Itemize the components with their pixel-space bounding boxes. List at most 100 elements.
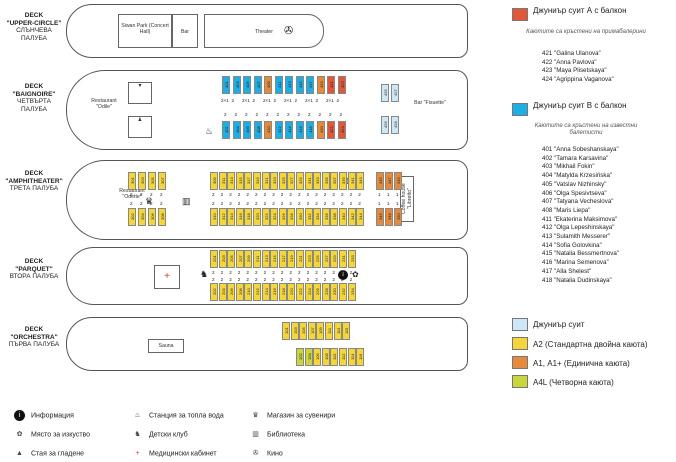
cabin-425[interactable]: 425 [381,84,389,102]
cabin-319[interactable]: 319 [253,172,261,190]
cabin-224[interactable]: 224 [304,283,313,301]
cabin-326[interactable]: 326 [278,208,287,226]
cabin-307[interactable]: 307 [158,172,166,190]
cabin-214[interactable]: 214 [261,283,270,301]
cabin-215[interactable]: 215 [270,250,279,268]
cabin-401[interactable]: 401 [222,76,230,94]
cabin-405[interactable]: 405 [243,76,251,94]
cabin-213[interactable]: 213 [261,250,270,268]
cabin-404[interactable]: 404 [232,121,241,139]
cabin-204[interactable]: 204 [218,283,227,301]
cabin-342[interactable]: 342 [347,208,356,226]
cabin-218[interactable]: 218 [278,283,287,301]
cabin-408[interactable]: 408 [253,121,262,139]
cabin-303[interactable]: 303 [138,172,146,190]
cabin-308[interactable]: 308 [158,208,166,226]
cabin-322[interactable]: 322 [261,208,270,226]
cabin-302[interactable]: 302 [128,208,136,226]
cabin-417[interactable]: 417 [306,76,314,94]
cabin-304[interactable]: 304 [138,208,146,226]
cabin-104[interactable]: 104 [304,348,313,366]
cabin-345[interactable]: 345 [376,172,384,190]
cabin-321[interactable]: 321 [261,172,270,190]
cabin-223[interactable]: 223 [304,250,313,268]
cabin-338[interactable]: 338 [330,208,339,226]
cabin-344[interactable]: 344 [356,208,365,226]
cabin-340[interactable]: 340 [339,208,347,226]
cabin-230[interactable]: 230 [330,283,339,301]
cabin-422[interactable]: 422 [327,121,335,139]
cabin-201[interactable]: 201 [210,250,218,268]
cabin-320[interactable]: 320 [253,208,261,226]
cabin-202[interactable]: 202 [210,283,218,301]
cabin-337[interactable]: 337 [330,172,339,190]
cabin-232[interactable]: 232 [339,283,347,301]
cabin-210[interactable]: 210 [244,283,253,301]
cabin-105[interactable]: 105 [299,322,308,340]
cabin-108[interactable]: 108 [321,348,330,366]
cabin-111[interactable]: 111 [325,322,333,340]
cabin-410[interactable]: 410 [264,121,272,139]
cabin-349[interactable]: 349 [394,172,402,190]
cabin-234[interactable]: 234 [347,283,356,301]
cabin-114[interactable]: 114 [347,348,356,366]
cabin-418[interactable]: 418 [306,121,314,139]
cabin-323[interactable]: 323 [270,172,279,190]
cabin-423[interactable]: 423 [337,76,346,94]
cabin-332[interactable]: 332 [304,208,313,226]
cabin-209[interactable]: 209 [244,250,253,268]
cabin-101[interactable]: 101 [282,322,290,340]
cabin-428[interactable]: 428 [391,116,399,134]
cabin-411[interactable]: 411 [274,76,283,94]
cabin-312[interactable]: 312 [218,208,227,226]
cabin-348[interactable]: 348 [385,208,393,226]
cabin-306[interactable]: 306 [148,208,156,226]
cabin-314[interactable]: 314 [227,208,236,226]
cabin-309[interactable]: 309 [210,172,218,190]
cabin-228[interactable]: 228 [321,283,330,301]
cabin-203[interactable]: 203 [218,250,227,268]
cabin-330[interactable]: 330 [296,208,304,226]
cabin-426[interactable]: 426 [381,116,389,134]
cabin-301[interactable]: 301 [128,172,136,190]
cabin-221[interactable]: 221 [296,250,304,268]
cabin-305[interactable]: 305 [148,172,156,190]
cabin-414[interactable]: 414 [285,121,293,139]
cabin-333[interactable]: 333 [313,172,322,190]
cabin-110[interactable]: 110 [330,348,339,366]
cabin-427[interactable]: 427 [391,84,399,102]
cabin-346[interactable]: 346 [376,208,384,226]
cabin-311[interactable]: 311 [218,172,227,190]
cabin-310[interactable]: 310 [210,208,218,226]
cabin-415[interactable]: 415 [295,76,304,94]
cabin-115[interactable]: 115 [342,322,351,340]
cabin-316[interactable]: 316 [235,208,244,226]
cabin-327[interactable]: 327 [287,172,296,190]
cabin-324[interactable]: 324 [270,208,279,226]
cabin-219[interactable]: 219 [287,250,296,268]
cabin-339[interactable]: 339 [339,172,347,190]
cabin-313[interactable]: 313 [227,172,236,190]
cabin-335[interactable]: 335 [321,172,330,190]
cabin-116[interactable]: 116 [356,348,365,366]
cabin-413[interactable]: 413 [285,76,293,94]
cabin-217[interactable]: 217 [278,250,287,268]
cabin-403[interactable]: 403 [232,76,241,94]
cabin-233[interactable]: 233 [347,250,356,268]
cabin-106[interactable]: 106 [313,348,322,366]
cabin-402[interactable]: 402 [222,121,230,139]
cabin-420[interactable]: 420 [316,121,325,139]
cabin-409[interactable]: 409 [264,76,272,94]
cabin-222[interactable]: 222 [296,283,304,301]
cabin-207[interactable]: 207 [235,250,244,268]
cabin-208[interactable]: 208 [235,283,244,301]
cabin-315[interactable]: 315 [235,172,244,190]
cabin-317[interactable]: 317 [244,172,253,190]
cabin-412[interactable]: 412 [274,121,283,139]
cabin-347[interactable]: 347 [385,172,393,190]
cabin-229[interactable]: 229 [330,250,339,268]
cabin-113[interactable]: 113 [333,322,342,340]
cabin-227[interactable]: 227 [321,250,330,268]
cabin-212[interactable]: 212 [253,283,261,301]
cabin-206[interactable]: 206 [227,283,236,301]
